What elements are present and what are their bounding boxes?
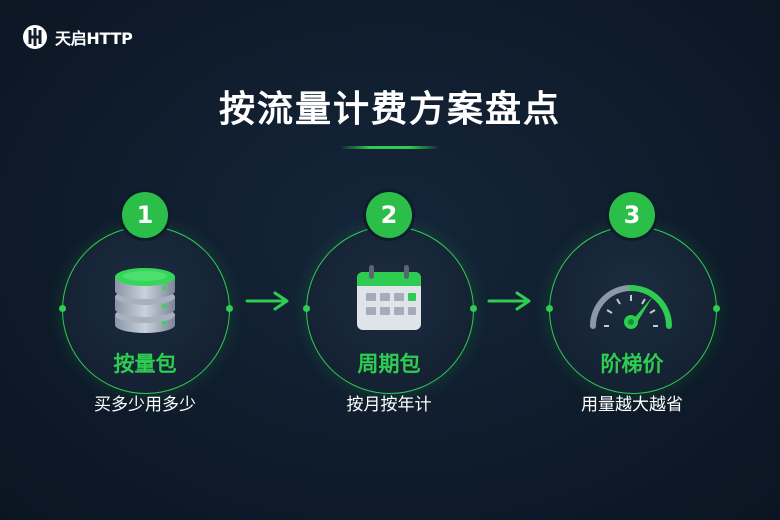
arrow-right-icon	[487, 291, 531, 311]
plan-name-2: 周期包	[357, 352, 421, 376]
plan-number-badge-2: 2	[366, 192, 412, 238]
page-title: 按流量计费方案盘点	[218, 89, 561, 130]
title-underline	[340, 146, 440, 149]
plan-desc-1: 买多少用多少	[94, 395, 196, 415]
card-dot-right	[226, 305, 233, 312]
plan-desc-3: 用量越大越省	[581, 395, 683, 415]
plan-name-1: 按量包	[113, 352, 177, 376]
plan-number-badge-1: 1	[122, 192, 168, 238]
brand-logo: 天启HTTP	[22, 24, 133, 50]
plan-desc-2: 按月按年计	[346, 395, 432, 415]
plan-number-badge-3: 3	[609, 192, 655, 238]
brand-name: 天启HTTP	[55, 29, 133, 48]
speedometer-icon	[590, 285, 672, 329]
brand-logo-icon	[23, 25, 47, 49]
database-icon	[115, 268, 175, 333]
card-dot-left	[303, 305, 310, 312]
card-dot-right	[713, 305, 720, 312]
plan-name-3: 阶梯价	[600, 352, 664, 376]
arrow-right-icon	[245, 291, 289, 311]
card-dot-right	[470, 305, 477, 312]
card-dot-left	[546, 305, 553, 312]
plan-card-3	[546, 226, 720, 394]
card-dot-left	[59, 305, 66, 312]
calendar-icon	[357, 265, 421, 330]
